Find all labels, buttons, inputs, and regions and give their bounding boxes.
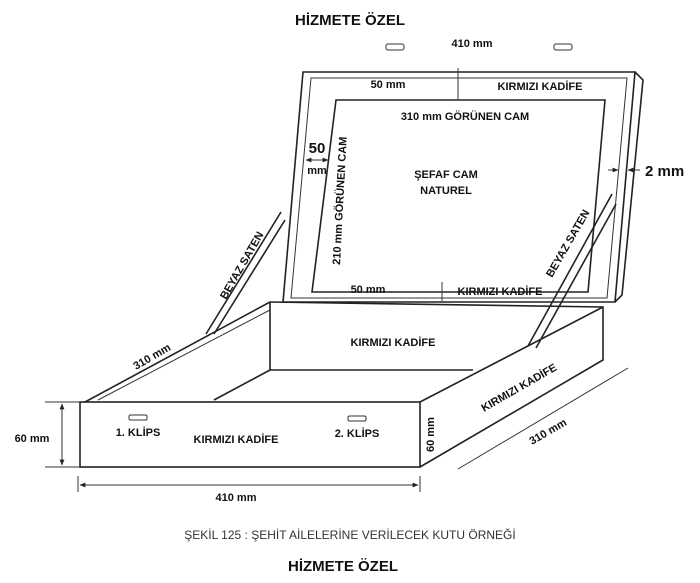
- top-margin-label: 50 mm: [371, 79, 406, 91]
- straps: BEYAZ SATEN BEYAZ SATEN: [205, 193, 617, 349]
- right-strap-line: [535, 203, 617, 349]
- header-title: HİZMETE ÖZEL: [295, 12, 405, 29]
- lid: 410 mm 50 mm KIRMIZI KADİFE 310 mm GÖRÜN…: [282, 38, 684, 303]
- lid-clip-right: [553, 43, 573, 51]
- footer-title: HİZMETE ÖZEL: [288, 558, 398, 575]
- front-fabric-label: KIRMIZI KADİFE: [194, 433, 279, 446]
- glass-width-label: 310 mm GÖRÜNEN CAM: [401, 110, 529, 123]
- lid-width-label: 410 mm: [452, 38, 493, 50]
- left-strap-line: [213, 219, 286, 335]
- right-strap-line: [527, 193, 613, 347]
- side-margin-value: 50: [309, 140, 326, 157]
- clip-2: [347, 415, 367, 422]
- right-depth-dimension: [457, 367, 629, 470]
- floor-left-edge: [213, 369, 271, 401]
- right-top-edge: [419, 306, 604, 403]
- side-margin-unit: mm: [307, 165, 327, 177]
- glass-height-label: 210 mm GÖRÜNEN CAM: [330, 136, 350, 265]
- width-label: 410 mm: [216, 492, 257, 504]
- left-top-edge: [84, 301, 271, 403]
- thickness-label: 2 mm: [645, 163, 684, 180]
- left-strap-label: BEYAZ SATEN: [218, 230, 266, 302]
- box-back-top: [269, 301, 604, 468]
- glass-window: [311, 99, 606, 293]
- glass-line1: ŞEFAF CAM: [414, 169, 478, 181]
- figure-caption: ŞEKİL 125 : ŞEHİT AİLELERİNE VERİLECEK K…: [184, 527, 515, 542]
- left-strap-line: [205, 211, 282, 335]
- glass-line2: NATUREL: [420, 185, 472, 197]
- right-depth-label: 310 mm: [528, 417, 570, 448]
- bottom-margin-label: 50 mm: [351, 284, 386, 296]
- lid-side-edge: [614, 71, 644, 303]
- clip2-label: 2. KLİPS: [335, 427, 380, 440]
- clip1-label: 1. KLİPS: [116, 426, 161, 439]
- height-label: 60 mm: [15, 433, 50, 445]
- lid-clip-left: [385, 43, 405, 51]
- left-inner-edge: [97, 309, 271, 401]
- back-fabric-label: KIRMIZI KADİFE: [351, 336, 436, 349]
- front-height-label: 60 mm: [425, 417, 437, 452]
- right-fabric-label: KIRMIZI KADİFE: [479, 361, 559, 415]
- front-face: [79, 401, 421, 468]
- lid-inner-frame: [290, 77, 628, 299]
- clip-1: [128, 414, 148, 421]
- bottom-fabric-label: KIRMIZI KADİFE: [458, 285, 543, 298]
- top-fabric-label: KIRMIZI KADİFE: [498, 80, 583, 93]
